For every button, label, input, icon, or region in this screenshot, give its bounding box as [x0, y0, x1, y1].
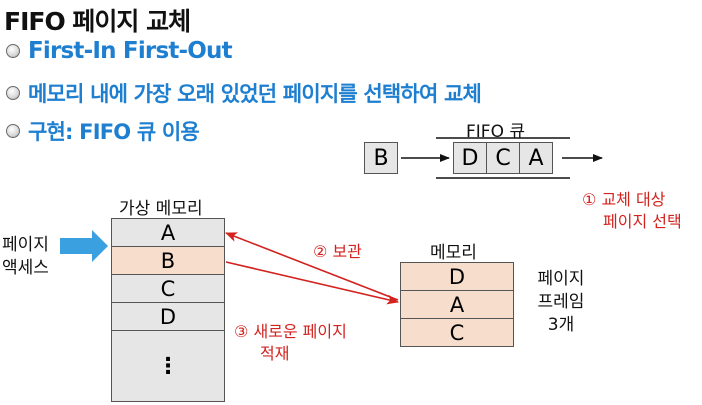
bullet-item: 구현: FIFO 큐 이용: [6, 116, 200, 146]
step2-text: 보관: [332, 242, 362, 261]
virtual-memory-cell: C: [111, 274, 225, 303]
step1-label: ① 교체 대상: [582, 186, 665, 210]
virtual-memory-cell: D: [111, 302, 225, 331]
page-access-label: 페이지 액세스: [2, 234, 49, 280]
step1-text-line2: 페이지 선택: [603, 212, 682, 231]
bullet-item: First-In First-Out: [6, 38, 233, 64]
bullet-icon: [6, 124, 20, 138]
queue-cell: C: [486, 142, 520, 174]
step2-number: ②: [313, 242, 328, 261]
memory-frame: A: [400, 290, 514, 319]
frame-count-line3: 3개: [547, 315, 575, 335]
frame-count-label: 페이지 프레임 3개: [530, 268, 592, 337]
queue-incoming-page: B: [364, 142, 398, 174]
queue-cell: A: [519, 142, 553, 174]
step3-text-line2: 적재: [260, 344, 290, 363]
memory-label: 메모리: [430, 243, 477, 263]
bullet-text: 메모리 내에 가장 오래 있었던 페이지를 선택하여 교체: [28, 82, 482, 106]
step3-number: ③: [234, 322, 249, 341]
bullet-item: 메모리 내에 가장 오래 있었던 페이지를 선택하여 교체: [6, 78, 482, 108]
step2-label: ② 보관: [313, 238, 362, 262]
access-arrow-icon: [60, 230, 108, 262]
virtual-memory-ellipsis: ⋮: [111, 330, 225, 402]
page-access-line2: 액세스: [2, 258, 49, 278]
step1-text: 교체 대상: [601, 190, 666, 209]
page-access-line1: 페이지: [2, 235, 49, 255]
load-arrow: [225, 261, 399, 305]
bullet-icon: [6, 44, 20, 58]
page-title: FIFO 페이지 교체: [4, 7, 191, 36]
bullet-text: 구현: FIFO 큐 이용: [28, 120, 200, 144]
frame-count-line1: 페이지: [537, 269, 585, 289]
frame-count-line2: 프레임: [537, 292, 585, 312]
memory-frame: C: [400, 318, 514, 347]
step3-text: 새로운 페이지: [253, 322, 347, 341]
queue-cell: D: [453, 142, 487, 174]
virtual-memory-label: 가상 메모리: [119, 199, 203, 219]
bullet-icon: [6, 86, 20, 100]
step3-label: ③ 새로운 페이지: [234, 318, 347, 342]
fifo-queue-label: FIFO 큐: [466, 122, 525, 142]
store-arrow: [225, 232, 399, 301]
virtual-memory-cell: A: [111, 218, 225, 247]
step1-number: ①: [582, 190, 597, 209]
bullet-text: First-In First-Out: [28, 38, 233, 64]
